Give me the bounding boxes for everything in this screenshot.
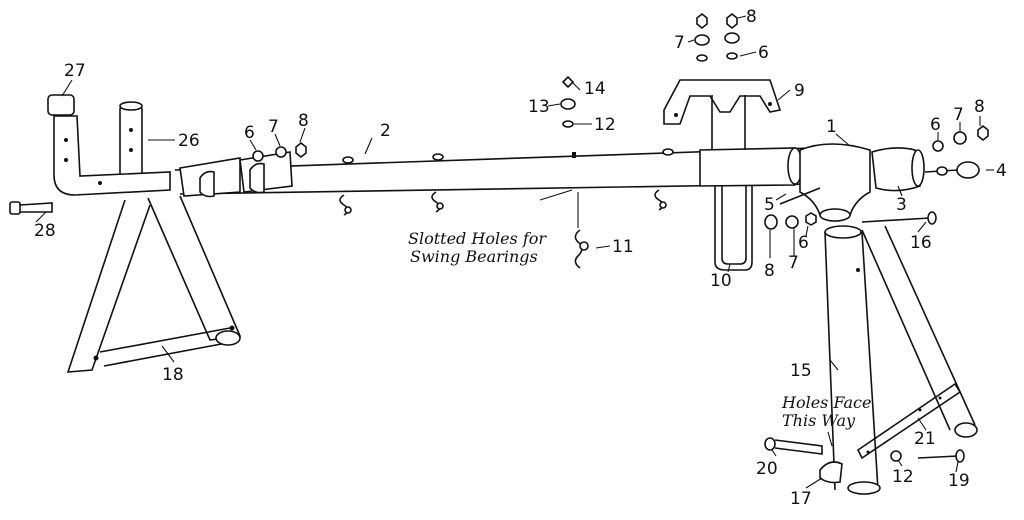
label-14: 14 xyxy=(584,79,606,99)
bracket-9 xyxy=(663,79,782,150)
bolt-19 xyxy=(917,449,965,463)
leader-lines xyxy=(35,15,994,489)
note-holes-line1: Holes Face xyxy=(781,393,871,412)
hardware-under-fitting xyxy=(764,212,817,230)
label-17: 17 xyxy=(790,489,812,509)
left-a-frame xyxy=(66,195,242,373)
label-5: 5 xyxy=(764,195,775,215)
hardware-stack-12-14 xyxy=(560,75,576,128)
label-27: 27 xyxy=(64,61,86,81)
hardware-6-7-8-right xyxy=(932,124,989,152)
note-holes-line2: This Way xyxy=(782,411,856,430)
top-beam-2 xyxy=(174,147,811,198)
label-6-right: 6 xyxy=(930,115,941,135)
label-13: 13 xyxy=(528,97,550,117)
swing-bearing-11 xyxy=(574,229,589,269)
label-9: 9 xyxy=(794,81,805,101)
label-16: 16 xyxy=(910,233,932,253)
label-10: 10 xyxy=(710,271,732,291)
bolt-20 xyxy=(764,437,823,455)
notes: Slotted Holes for Swing Bearings Holes F… xyxy=(408,229,871,430)
bolt-28 xyxy=(9,201,53,215)
label-12-bottom: 12 xyxy=(892,467,914,487)
nut-12-right xyxy=(890,450,902,462)
label-19: 19 xyxy=(948,471,970,491)
swing-bearings xyxy=(339,189,667,216)
label-15: 15 xyxy=(790,361,812,381)
eye-bolt-4 xyxy=(924,161,980,179)
label-8-right: 8 xyxy=(974,97,985,117)
label-7-bottom: 7 xyxy=(788,253,799,273)
label-6-left: 6 xyxy=(244,123,255,143)
end-post-26 xyxy=(119,101,143,177)
brace-21 xyxy=(856,382,962,460)
hardware-above-bracket xyxy=(694,12,740,62)
note-slotted-line2: Swing Bearings xyxy=(410,247,538,266)
label-20: 20 xyxy=(756,459,778,479)
label-18: 18 xyxy=(162,365,184,385)
hardware-6-7-8-left xyxy=(252,141,307,162)
label-7-left: 7 xyxy=(268,117,279,137)
label-3: 3 xyxy=(896,195,907,215)
label-2: 2 xyxy=(380,121,391,141)
label-6-top: 6 xyxy=(758,43,769,63)
sleeve xyxy=(699,147,803,187)
bolt-16 xyxy=(861,211,937,225)
label-11: 11 xyxy=(612,237,634,257)
label-7-right: 7 xyxy=(953,105,964,125)
note-slotted-line1: Slotted Holes for xyxy=(408,229,547,248)
part-labels: 27 26 28 6 7 8 2 14 13 12 7 8 6 9 1 6 7 … xyxy=(34,7,1007,509)
label-8-left: 8 xyxy=(298,111,309,131)
label-7-top: 7 xyxy=(674,33,685,53)
u-bolt-10 xyxy=(714,186,753,271)
label-6-bottom: 6 xyxy=(798,233,809,253)
label-26: 26 xyxy=(178,131,200,151)
label-1: 1 xyxy=(826,117,837,137)
label-4: 4 xyxy=(996,161,1007,181)
label-21: 21 xyxy=(914,429,936,449)
label-12-top: 12 xyxy=(594,115,616,135)
bolt-5 xyxy=(779,187,821,205)
cap-17 xyxy=(819,461,843,484)
label-28: 28 xyxy=(34,221,56,241)
end-cap-3 xyxy=(871,147,925,192)
label-8-top: 8 xyxy=(746,7,757,27)
center-fitting-1 xyxy=(799,143,871,222)
label-8-bottom: 8 xyxy=(764,261,775,281)
end-cap-27 xyxy=(47,94,171,196)
